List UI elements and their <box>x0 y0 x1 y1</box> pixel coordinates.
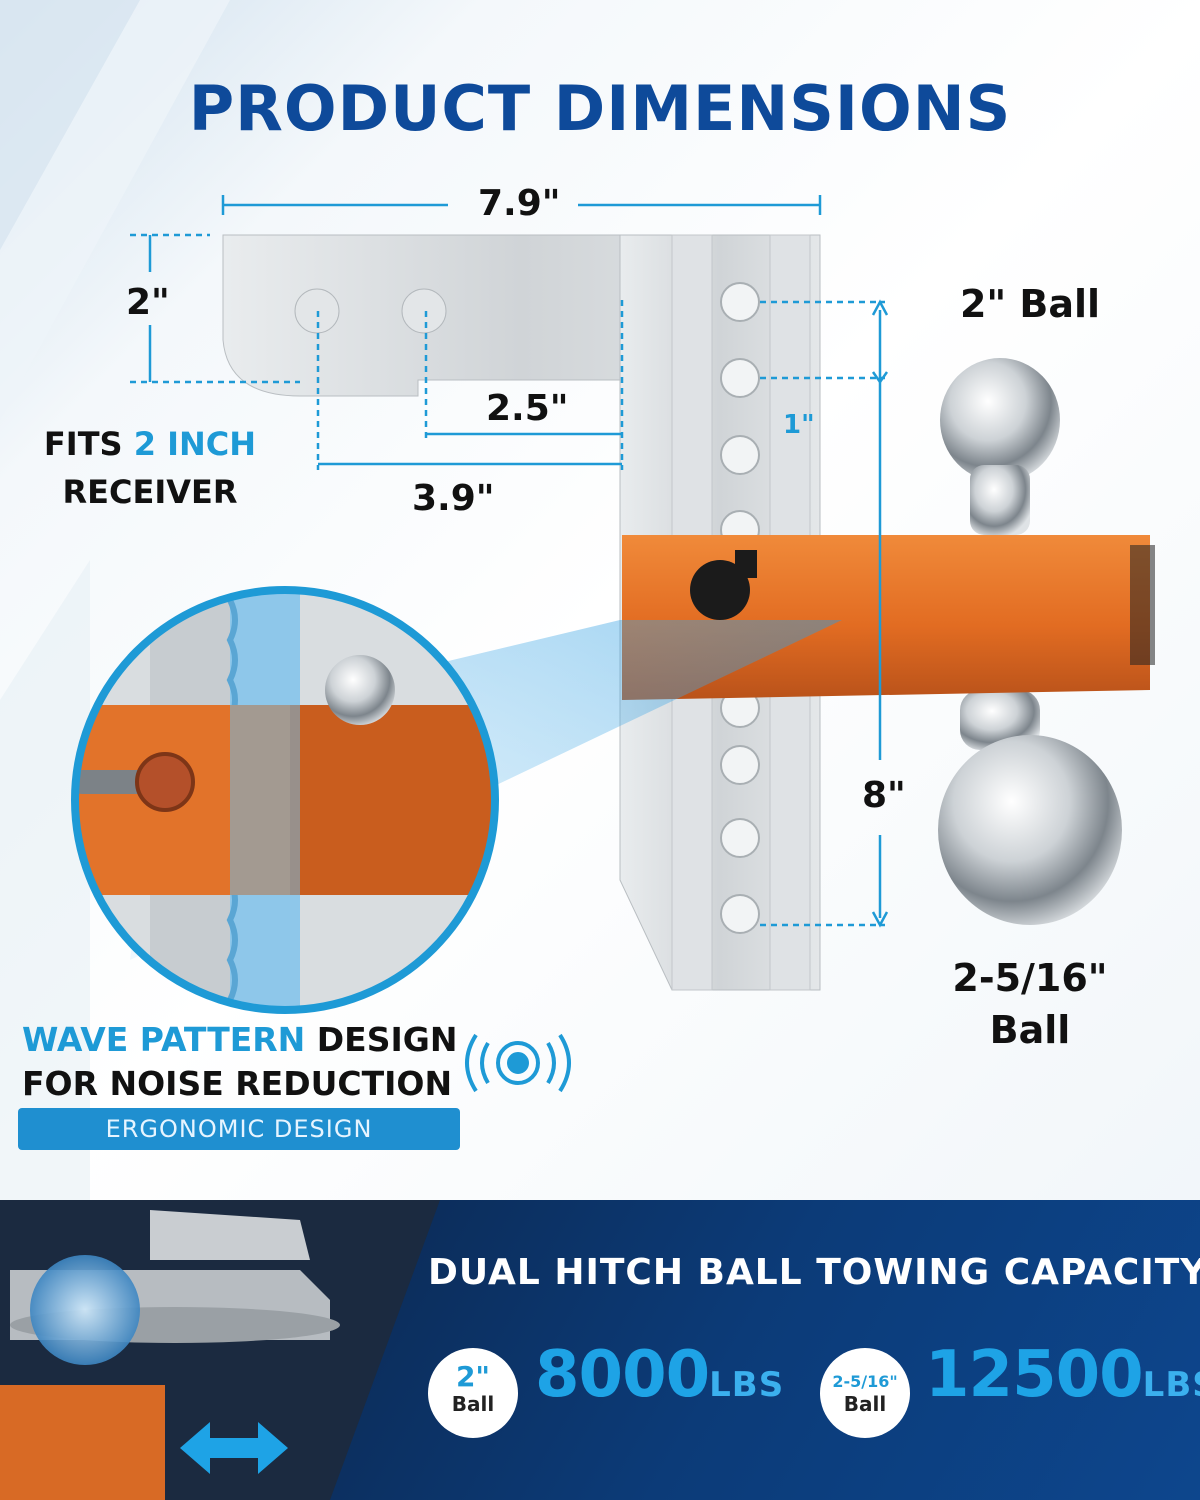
label-ball-2-5-16-inch: 2-5/16" Ball <box>952 956 1108 1052</box>
wave-pattern-closeup <box>75 590 495 1010</box>
capacity-value: 12500 <box>925 1338 1144 1412</box>
badge-2-inch-ball: 2" Ball <box>428 1348 518 1438</box>
feature-line2: FOR NOISE REDUCTION <box>22 1064 453 1103</box>
shank-hole <box>401 288 447 334</box>
label-ball-2-inch: 2" Ball <box>959 282 1101 326</box>
capacity-unit: LBS <box>709 1365 785 1405</box>
double-arrow-icon <box>180 1422 288 1474</box>
hitch-illustration <box>71 195 1155 1093</box>
badge-size: 2-5/16" <box>832 1372 898 1391</box>
badge-2-5-16-inch-ball: 2-5/16" Ball <box>820 1348 910 1438</box>
receiver-prefix: FITS <box>43 425 134 463</box>
page-title: PRODUCT DIMENSIONS <box>188 72 1012 145</box>
receiver-fit-label: FITS 2 INCH RECEIVER <box>20 420 280 516</box>
capacity-unit: LBS <box>1142 1365 1200 1405</box>
capacity-value: 8000 <box>535 1338 710 1412</box>
capacity-2-inch: 8000LBS <box>535 1338 784 1412</box>
ball-2-inch <box>940 358 1060 482</box>
badge-size: 2" <box>455 1360 491 1393</box>
coupler-illustration <box>0 1200 440 1500</box>
sound-wave-icon <box>465 1033 571 1093</box>
feature-text: WAVE PATTERN DESIGN FOR NOISE REDUCTION <box>22 1018 462 1106</box>
background-decoration <box>0 0 230 1200</box>
receiver-suffix: RECEIVER <box>62 473 238 511</box>
feature-highlight: WAVE PATTERN <box>22 1020 306 1059</box>
dimension-drop-rise: 8" <box>862 775 906 816</box>
dimension-hole-spacing: 1" <box>783 410 815 440</box>
dimension-lines <box>130 195 889 928</box>
ball-2-5-16-inch <box>938 735 1122 925</box>
badge-ball: Ball <box>451 1392 495 1416</box>
capacity-heading: DUAL HITCH BALL TOWING CAPACITY <box>428 1252 1200 1293</box>
feature-line1: DESIGN <box>305 1020 458 1059</box>
capacity-2-5-16-inch: 12500LBS <box>925 1338 1200 1412</box>
dimension-pin-to-shank-a: 2.5" <box>486 388 569 429</box>
dimension-pin-to-shank-b: 3.9" <box>412 478 495 519</box>
badge-ball: Ball <box>843 1392 887 1416</box>
ergonomic-badge: ERGONOMIC DESIGN <box>18 1108 460 1150</box>
capacity-banner: DUAL HITCH BALL TOWING CAPACITY 2" Ball … <box>0 1200 1200 1500</box>
dimension-shank-height: 2" <box>126 282 170 323</box>
dimension-overall-length: 7.9" <box>478 183 561 224</box>
receiver-size: 2 INCH <box>133 425 257 463</box>
